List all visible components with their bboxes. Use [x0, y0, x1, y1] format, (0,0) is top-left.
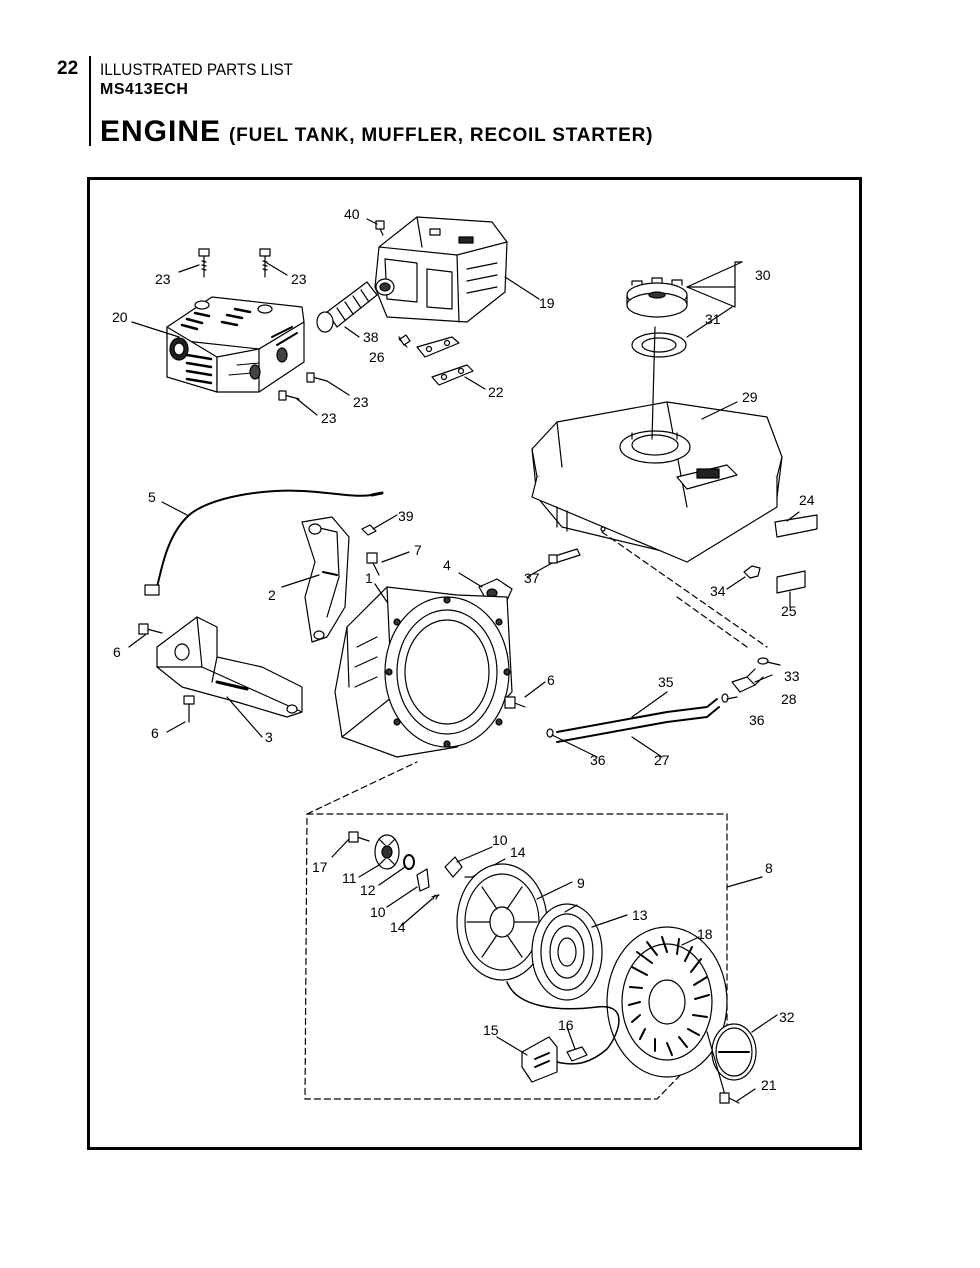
callout-6b: 6: [547, 672, 555, 688]
callout-28: 28: [781, 691, 797, 707]
bolt-23-parts: [198, 248, 328, 401]
header-divider: [89, 56, 91, 146]
cap-gasket-part: [631, 332, 687, 358]
callout-7: 7: [414, 542, 422, 558]
fuel-tank-part: [531, 401, 783, 563]
callout-30: 30: [755, 267, 771, 283]
callout-2: 2: [268, 587, 276, 603]
callout-37: 37: [524, 570, 540, 586]
diagram-frame: [87, 177, 862, 1150]
callout-19: 19: [539, 295, 555, 311]
callout-9: 9: [577, 875, 585, 891]
starter-handle-part: [521, 1036, 558, 1083]
callout-6a: 6: [113, 644, 121, 660]
callout-17: 17: [312, 859, 328, 875]
callout-25: 25: [781, 603, 797, 619]
section-title-main: ENGINE: [100, 115, 222, 148]
callout-40: 40: [344, 206, 360, 222]
callout-14a: 14: [510, 844, 526, 860]
callout-3: 3: [265, 729, 273, 745]
spring-part: [531, 903, 603, 1001]
pulley-part: [456, 863, 548, 981]
callout-4: 4: [443, 557, 451, 573]
air-guide-part: [156, 616, 303, 718]
fuel-hose-part: [546, 693, 729, 743]
callout-14b: 14: [390, 919, 406, 935]
callout-29: 29: [742, 389, 758, 405]
callout-24: 24: [799, 492, 815, 508]
header-doc-type: ILLUSTRATED PARTS LIST: [100, 60, 294, 79]
callout-10a: 10: [492, 832, 508, 848]
callout-22: 22: [488, 384, 504, 400]
callout-5: 5: [148, 489, 156, 505]
callout-21: 21: [761, 1077, 777, 1093]
heat-guard-part: [374, 216, 508, 323]
section-title-sub: (FUEL TANK, MUFFLER, RECOIL STARTER): [229, 125, 654, 146]
callout-11: 11: [342, 870, 357, 886]
page-number: 22: [57, 58, 79, 79]
callout-23b: 23: [291, 271, 307, 287]
bracket-part: [301, 516, 350, 643]
callout-33: 33: [784, 668, 800, 684]
callout-20: 20: [112, 309, 128, 325]
callout-26: 26: [369, 349, 385, 365]
page-header: ILLUSTRATED PARTS LIST MS413ECH: [100, 60, 314, 99]
callout-23d: 23: [321, 410, 337, 426]
callout-13: 13: [632, 907, 648, 923]
header-model: MS413ECH: [100, 81, 189, 98]
starter-case-part: [606, 926, 728, 1078]
callout-16: 16: [558, 1017, 574, 1033]
callout-15: 15: [483, 1022, 499, 1038]
callout-31: 31: [705, 311, 721, 327]
callout-23c: 23: [353, 394, 369, 410]
callout-32: 32: [779, 1009, 795, 1025]
muffler-cover-part: [166, 296, 305, 393]
callout-38: 38: [363, 329, 379, 345]
callout-18: 18: [697, 926, 713, 942]
section-title: ENGINE (FUEL TANK, MUFFLER, RECOIL STARTE…: [100, 115, 653, 149]
callout-23a: 23: [155, 271, 171, 287]
callout-27: 27: [654, 752, 670, 768]
fan-cover-part: [334, 586, 513, 758]
callout-1: 1: [365, 570, 373, 586]
callout-35: 35: [658, 674, 674, 690]
callout-34: 34: [710, 583, 726, 599]
callout-6c: 6: [151, 725, 159, 741]
callout-10b: 10: [370, 904, 386, 920]
callout-39: 39: [398, 508, 414, 524]
callout-36a: 36: [749, 712, 765, 728]
wire-part: [144, 489, 384, 596]
screen-part: [316, 281, 378, 333]
starter-plate-part: [711, 1023, 757, 1081]
ratchet-part: [374, 834, 400, 870]
fuel-cap-part: [626, 277, 688, 318]
callout-12: 12: [360, 882, 376, 898]
exploded-parts-diagram: 40 23 23 19 20 38 26 23 23 22 30 31 29 5…: [112, 206, 818, 1104]
callout-8: 8: [765, 860, 773, 876]
callout-36b: 36: [590, 752, 606, 768]
